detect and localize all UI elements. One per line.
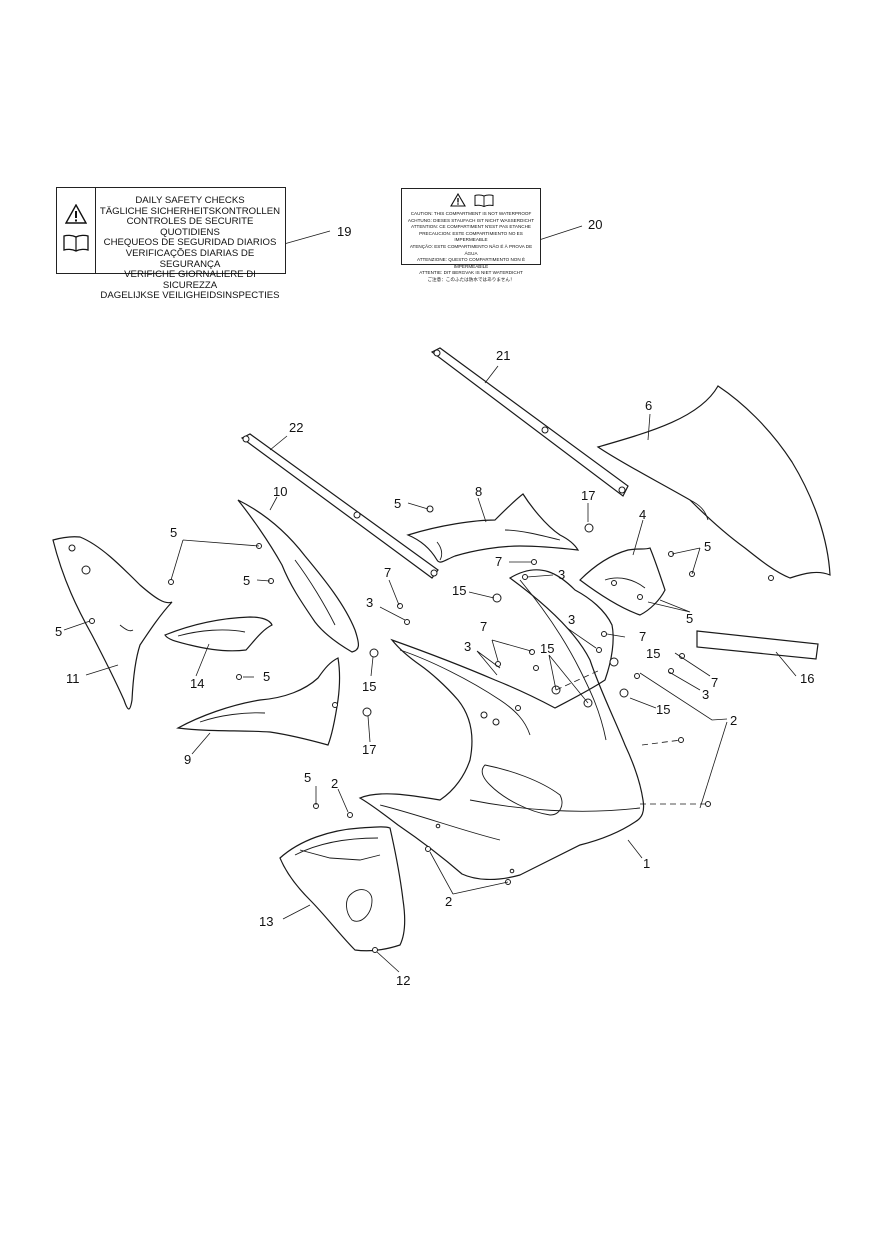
label-20-line: ATTENTION: CE COMPARTIMENT N'EST PAS ETA… [411, 224, 531, 230]
label-20-line: ATTENZIONE: QUESTO COMPARTIMENTO NON È I… [416, 257, 526, 269]
part-22-strut [240, 433, 439, 579]
label-20-line: CAUTION: THIS COMPARTMENT IS NOT WATERPR… [410, 211, 532, 216]
callout-7: 7 [711, 675, 718, 690]
callout-15: 15 [656, 702, 670, 717]
label-19-line: DAILY SAFETY CHECKS [135, 195, 245, 206]
callout-5: 5 [243, 573, 250, 588]
label-20-line: ATENÇÃO: ESTE COMPARTIMENTO NÃO É À PROV… [409, 243, 533, 256]
part-9-lower-tray [176, 657, 341, 746]
part-1-front-fairing [358, 569, 645, 880]
callout-5: 5 [704, 539, 711, 554]
label-19-line: DAGELIJKSE VEILIGHEIDSINSPECTIES [100, 290, 280, 302]
label-19-line: TÄGLICHE SICHERHEITSKONTROLLEN [99, 205, 281, 217]
label-20-compartment-warning: CAUTION: THIS COMPARTMENT IS NOT WATERPR… [401, 188, 541, 282]
part-6-windscreen [596, 385, 831, 581]
callout-9: 9 [184, 752, 191, 767]
label-19-text: DAILY SAFETY CHECKS TÄGLICHE SICHERHEITS… [97, 195, 283, 302]
part-16-foam-strip [696, 630, 819, 660]
callout-22: 22 [289, 420, 303, 435]
label-19-line: VERIFICAÇÕES DIARIAS DE SEGURANÇA [125, 247, 255, 270]
callout-5: 5 [170, 525, 177, 540]
callout-17: 17 [362, 742, 376, 757]
callout-7: 7 [480, 619, 487, 634]
callout-6: 6 [645, 398, 652, 413]
label-20-line: ご注意：このふたは防水ではありません！ [427, 276, 515, 282]
part-10-side-panel [237, 499, 359, 653]
callout-12: 12 [396, 973, 410, 988]
leader-lines [63, 225, 797, 973]
callout-5: 5 [263, 669, 270, 684]
part-8-bracket [406, 493, 580, 563]
callout-8: 8 [475, 484, 482, 499]
callout-13: 13 [259, 914, 273, 929]
part-4-instrument-bracket [579, 547, 666, 616]
callout-17: 17 [581, 488, 595, 503]
label-19-icon-column [57, 188, 96, 273]
label-20-line: PRECAUCION: ESTE COMPARTIMIENTO NO ES IM… [419, 230, 523, 243]
manual-book-icon [474, 194, 494, 207]
label-19-line: VERIFICHE GIORNALIERE DI SICUREZZA [124, 269, 256, 291]
callout-11: 11 [66, 671, 80, 686]
callout-5: 5 [686, 611, 693, 626]
label-20-text: CAUTION: THIS COMPARTMENT IS NOT WATERPR… [405, 211, 537, 284]
manual-book-icon [63, 234, 89, 252]
label-19-daily-safety-checks: DAILY SAFETY CHECKS TÄGLICHE SICHERHEITS… [56, 187, 286, 301]
callout-3: 3 [464, 639, 471, 654]
callout-5: 5 [394, 496, 401, 511]
callout-19: 19 [337, 224, 351, 239]
callout-numbers: 19 20 21 22 6 10 8 17 5 4 5 5 5 7 3 7 3 … [55, 217, 814, 988]
part-11-side-panel [52, 536, 173, 710]
part-21-strut [430, 347, 629, 497]
callout-10: 10 [273, 484, 287, 499]
label-20-line: ATTENTIE: DIT BERGVAK IS NIET WATERDICHT [419, 270, 523, 276]
callout-7: 7 [384, 565, 391, 580]
callout-2: 2 [445, 894, 452, 909]
callout-5: 5 [304, 770, 311, 785]
warning-triangle-icon [450, 193, 466, 207]
callout-15: 15 [362, 679, 376, 694]
callout-20: 20 [588, 217, 602, 232]
callout-15: 15 [646, 646, 660, 661]
callout-14: 14 [190, 676, 204, 691]
callout-2: 2 [331, 776, 338, 791]
callout-5: 5 [55, 624, 62, 639]
callout-1: 1 [643, 856, 650, 871]
callout-7: 7 [639, 629, 646, 644]
callout-3: 3 [702, 687, 709, 702]
callout-21: 21 [496, 348, 510, 363]
label-19-line: CHEQUEOS DE SEGURIDAD DIARIOS [103, 237, 277, 249]
warning-triangle-icon [65, 204, 87, 224]
fasteners [89, 505, 711, 953]
callout-15: 15 [452, 583, 466, 598]
callout-16: 16 [800, 671, 814, 686]
callout-3: 3 [558, 567, 565, 582]
callout-7: 7 [495, 554, 502, 569]
label-19-line: CONTROLES DE SECURITE QUOTIDIENS [126, 216, 254, 238]
label-20-line: ACHTUNG: DIESES STAUFACH IST NICHT WASSE… [407, 217, 535, 223]
part-13-lower-panel [279, 826, 406, 952]
callout-15: 15 [540, 641, 554, 656]
callout-2: 2 [730, 713, 737, 728]
callout-3: 3 [366, 595, 373, 610]
callout-4: 4 [639, 507, 646, 522]
part-14-pad [164, 616, 273, 652]
callout-3: 3 [568, 612, 575, 627]
